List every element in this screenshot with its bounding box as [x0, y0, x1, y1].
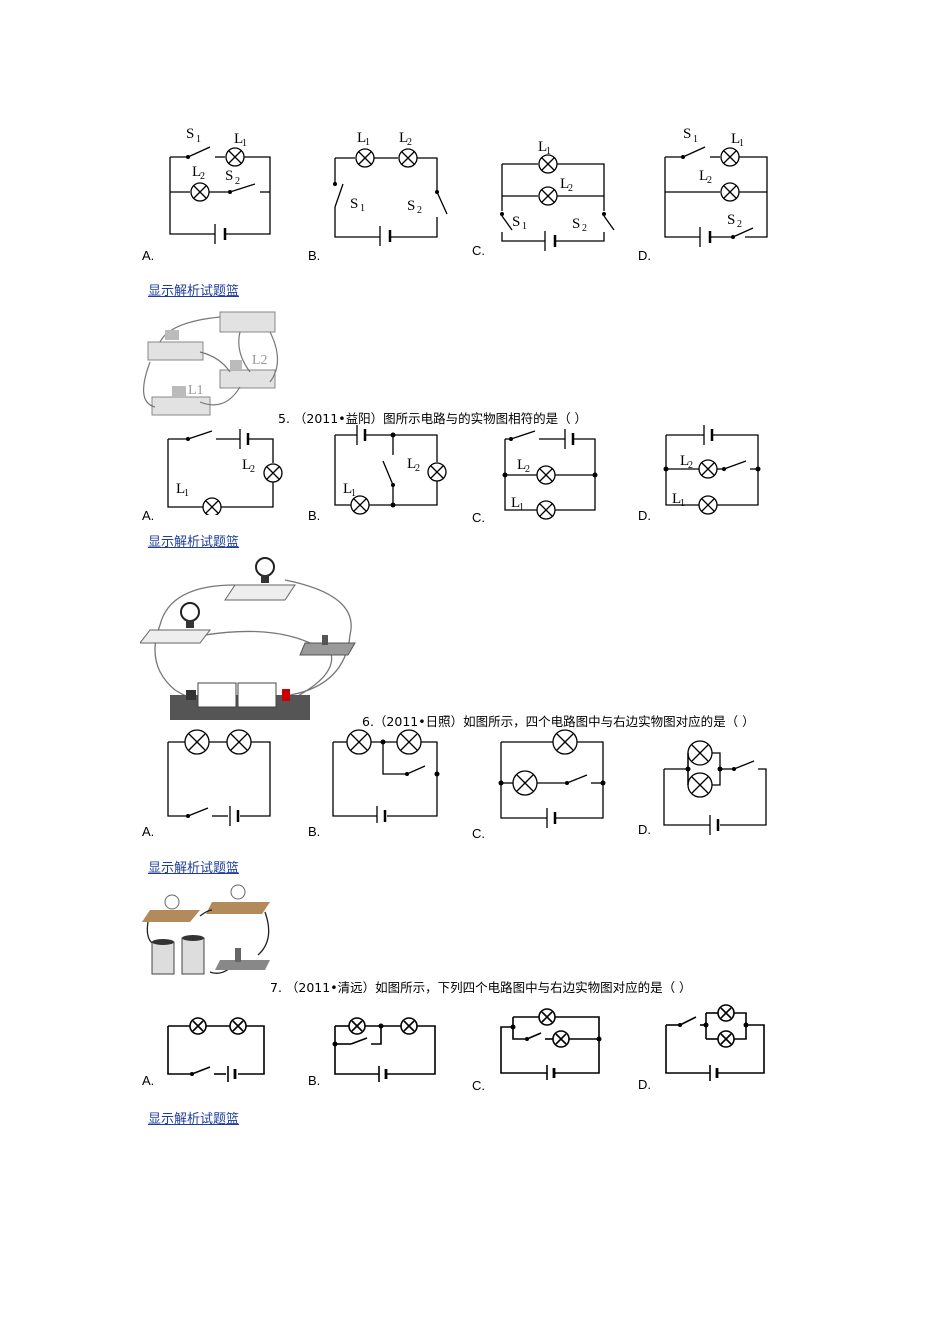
svg-text:1: 1 — [680, 498, 685, 509]
q6-option-d[interactable]: D. — [638, 822, 651, 837]
svg-text:S: S — [350, 196, 358, 212]
svg-text:L: L — [242, 457, 251, 473]
svg-text:1: 1 — [365, 137, 370, 148]
q4a-s1-label: S — [186, 126, 194, 142]
svg-text:2: 2 — [200, 171, 205, 182]
svg-text:1: 1 — [739, 138, 744, 149]
svg-text:L: L — [699, 168, 708, 184]
svg-text:L: L — [517, 457, 526, 473]
q6-option-c[interactable]: C. — [472, 826, 485, 841]
q5-real-circuit-photo: L2 L1 — [140, 302, 282, 420]
q5-photo-label-l2: L2 — [252, 353, 268, 368]
svg-text:1: 1 — [360, 203, 365, 214]
q6-question-text: 6.（2011•日照）如图所示，四个电路图中与右边实物图对应的是（ ） — [362, 714, 755, 729]
svg-text:1: 1 — [196, 134, 201, 145]
q6-circuit-a — [167, 729, 271, 826]
q7-circuit-c — [500, 1008, 602, 1080]
q5-circuit-d: L2 L1 — [663, 425, 761, 515]
q6-option-a[interactable]: A. — [142, 824, 155, 839]
svg-text:L: L — [680, 453, 689, 469]
q7-option-a[interactable]: A. — [142, 1073, 155, 1088]
svg-text:2: 2 — [235, 176, 240, 187]
svg-text:2: 2 — [707, 175, 712, 186]
q5-photo-label-l1: L1 — [188, 383, 204, 398]
svg-text:L: L — [560, 176, 569, 192]
q7-circuit-d — [665, 1004, 765, 1081]
svg-text:2: 2 — [582, 223, 587, 234]
svg-text:2: 2 — [417, 205, 422, 216]
q7-option-c[interactable]: C. — [472, 1078, 485, 1093]
svg-text:2: 2 — [250, 464, 255, 475]
q5-option-c[interactable]: C. — [472, 510, 485, 525]
svg-text:1: 1 — [519, 502, 524, 513]
q5-option-d[interactable]: D. — [638, 508, 651, 523]
svg-text:L: L — [407, 456, 416, 472]
svg-text:2: 2 — [415, 463, 420, 474]
svg-text:2: 2 — [525, 464, 530, 475]
svg-text:1: 1 — [522, 221, 527, 232]
svg-text:1: 1 — [693, 134, 698, 145]
svg-text:S: S — [572, 216, 580, 232]
q5-circuit-b: L2 L1 — [334, 425, 447, 515]
q4-option-d[interactable]: D. — [638, 248, 651, 263]
svg-text:S: S — [683, 126, 691, 142]
q6-circuit-d — [663, 740, 767, 835]
svg-text:2: 2 — [737, 219, 742, 230]
svg-text:S: S — [512, 214, 520, 230]
q6-real-circuit-photo — [140, 557, 356, 720]
q5-show-analysis-link[interactable]: 显示解析试题篮 — [148, 535, 240, 550]
q4-show-analysis-link[interactable]: 显示解析试题篮 — [148, 284, 240, 299]
svg-text:L: L — [343, 481, 352, 497]
q5-circuit-c: L2 L1 — [502, 429, 598, 520]
svg-text:L: L — [192, 164, 201, 180]
svg-text:2: 2 — [407, 137, 412, 148]
svg-text:L: L — [672, 491, 681, 507]
svg-text:L: L — [357, 130, 366, 146]
q6-circuit-c — [498, 729, 606, 828]
q7-question-text: 7. （2011•清远）如图所示，下列四个电路图中与右边实物图对应的是（ ） — [270, 980, 692, 995]
svg-text:L: L — [511, 495, 520, 511]
svg-text:1: 1 — [546, 146, 551, 157]
svg-text:1: 1 — [242, 138, 247, 149]
q6-circuit-b — [332, 729, 440, 823]
q7-option-d[interactable]: D. — [638, 1077, 651, 1092]
svg-text:2: 2 — [688, 460, 693, 471]
svg-text:L: L — [176, 481, 185, 497]
svg-text:L: L — [538, 139, 547, 155]
svg-text:L: L — [399, 130, 408, 146]
svg-text:1: 1 — [351, 488, 356, 499]
q6-option-b[interactable]: B. — [308, 824, 321, 839]
q7-circuit-a — [167, 1017, 265, 1082]
q4-option-a[interactable]: A. — [142, 248, 155, 263]
svg-text:S: S — [225, 168, 233, 184]
svg-text:L: L — [234, 131, 243, 147]
svg-text:1: 1 — [184, 488, 189, 499]
q5-option-b[interactable]: B. — [308, 508, 321, 523]
svg-text:L: L — [731, 131, 740, 147]
q5-question-text: 5. （2011•益阳）图所示电路与的实物图相符的是（ ） — [278, 411, 588, 426]
q4-option-b[interactable]: B. — [308, 248, 321, 263]
q5-circuit-a: L2 L1 — [167, 429, 283, 515]
q5-option-a[interactable]: A. — [142, 508, 155, 523]
svg-text:2: 2 — [568, 183, 573, 194]
q7-real-circuit-photo — [142, 884, 270, 975]
q7-circuit-b — [332, 1017, 436, 1082]
q6-show-analysis-link[interactable]: 显示解析试题篮 — [148, 861, 240, 876]
q7-option-b[interactable]: B. — [308, 1073, 321, 1088]
q7-show-analysis-link[interactable]: 显示解析试题篮 — [148, 1112, 240, 1127]
q4-option-c[interactable]: C. — [472, 243, 485, 258]
svg-text:S: S — [407, 198, 415, 214]
svg-text:S: S — [727, 212, 735, 228]
